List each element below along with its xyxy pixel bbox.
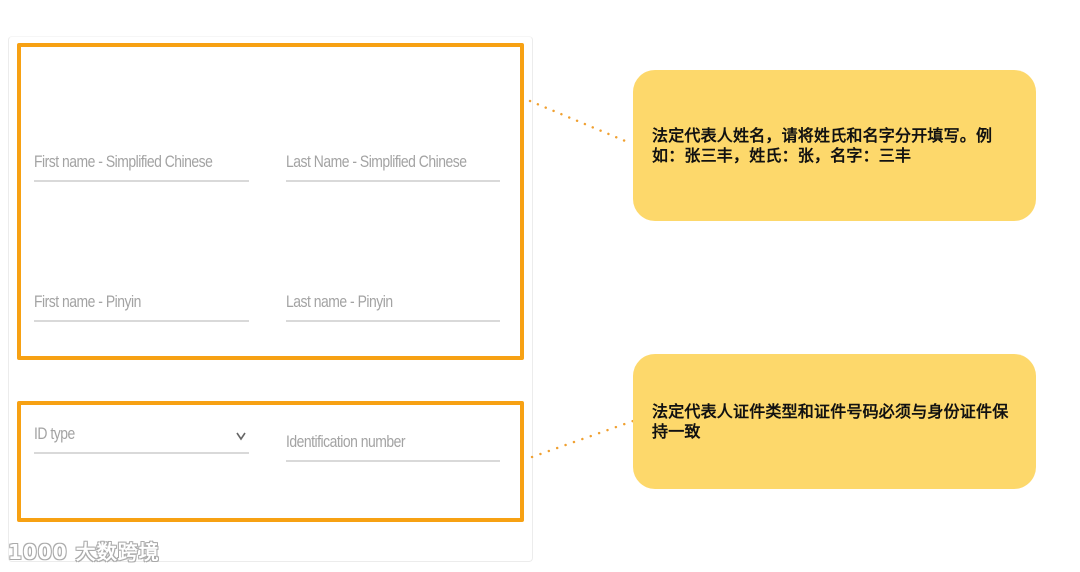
input-underline: [34, 320, 249, 322]
first-name-pinyin-input[interactable]: First name - Pinyin: [34, 280, 249, 322]
input-underline: [286, 460, 500, 462]
id-connector-line: [530, 419, 635, 459]
input-underline: [286, 180, 500, 182]
last-name-chinese-placeholder: Last Name - Simplified Chinese: [286, 152, 467, 171]
id-annotation-text: 法定代表人证件类型和证件号码必须与身份证件保持一致: [652, 401, 1009, 441]
name-connector-line: [528, 99, 632, 145]
last-name-pinyin-input[interactable]: Last name - Pinyin: [286, 280, 500, 322]
input-underline: [286, 320, 500, 322]
last-name-pinyin-placeholder: Last name - Pinyin: [286, 292, 393, 311]
first-name-pinyin-placeholder: First name - Pinyin: [34, 292, 141, 311]
identification-number-input[interactable]: Identification number: [286, 420, 500, 462]
id-annotation-callout: 法定代表人证件类型和证件号码必须与身份证件保持一致: [633, 354, 1036, 489]
form-panel: [8, 36, 533, 562]
input-underline: [34, 180, 249, 182]
select-underline: [34, 452, 249, 454]
chevron-down-icon[interactable]: [235, 430, 247, 442]
name-annotation-text: 法定代表人姓名，请将姓氏和名字分开填写。例如：张三丰，姓氏：张，名字：三丰: [652, 125, 993, 165]
id-type-select[interactable]: ID type: [34, 415, 249, 454]
id-section-highlight: [17, 401, 524, 522]
name-annotation-callout: 法定代表人姓名，请将姓氏和名字分开填写。例如：张三丰，姓氏：张，名字：三丰: [633, 70, 1036, 221]
name-section-highlight: [17, 43, 524, 360]
first-name-chinese-placeholder: First name - Simplified Chinese: [34, 152, 213, 171]
first-name-chinese-input[interactable]: First name - Simplified Chinese: [34, 140, 249, 182]
identification-number-placeholder: Identification number: [286, 432, 406, 451]
id-type-placeholder: ID type: [34, 424, 75, 443]
last-name-chinese-input[interactable]: Last Name - Simplified Chinese: [286, 140, 500, 182]
watermark-logo: 1000 大数跨境: [8, 540, 160, 564]
